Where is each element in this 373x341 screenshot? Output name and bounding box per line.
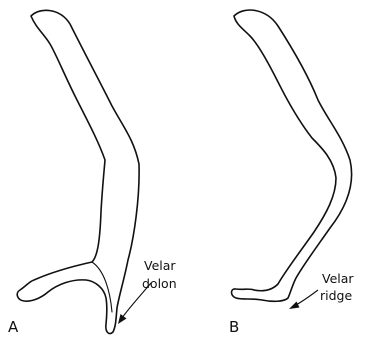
panel-b-callout-line2: ridge xyxy=(320,288,352,303)
panel-b-callout-arrow xyxy=(294,290,318,306)
panel-a-letter: A xyxy=(8,318,19,336)
panel-a-dolon-inner-line xyxy=(92,262,112,312)
panel-a-arrowhead xyxy=(118,314,127,324)
panel-b-callout-line1: Velar xyxy=(322,271,354,286)
panel-b: Velar ridge B xyxy=(229,10,354,336)
panel-a-velum-outline xyxy=(17,10,139,333)
panel-a: Velar dolon A xyxy=(8,10,177,336)
panel-a-callout-line1: Velar xyxy=(144,258,176,273)
panel-b-velum-outline xyxy=(232,10,352,301)
panel-b-letter: B xyxy=(229,318,239,336)
panel-a-callout-line2: dolon xyxy=(142,276,177,291)
panel-b-arrowhead xyxy=(289,302,300,310)
